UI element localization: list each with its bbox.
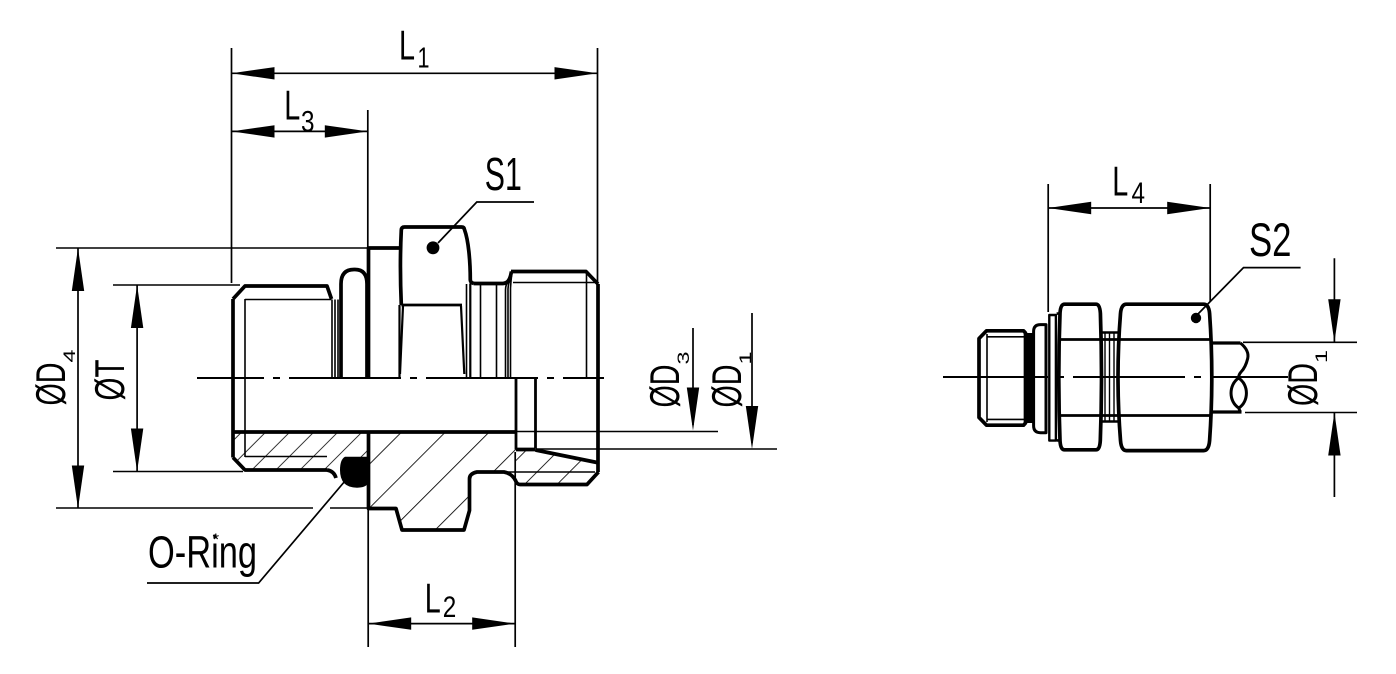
svg-text:O-Ring: O-Ring: [148, 527, 257, 578]
svg-text:4: 4: [1132, 177, 1146, 210]
svg-text:L: L: [425, 575, 441, 622]
svg-text:1: 1: [418, 42, 430, 74]
svg-text:2: 2: [443, 591, 457, 624]
svg-text:L: L: [1112, 157, 1128, 204]
svg-text:ØD1: ØD1: [703, 352, 755, 408]
svg-text:ØT: ØT: [86, 360, 133, 401]
svg-text:ØD1: ØD1: [1279, 350, 1331, 406]
svg-text:L: L: [399, 22, 415, 69]
svg-text:S2: S2: [1249, 213, 1292, 266]
svg-text:3: 3: [301, 106, 315, 139]
svg-text:S1: S1: [485, 148, 522, 200]
svg-text:ØD3: ØD3: [641, 352, 693, 408]
svg-text:*: *: [213, 530, 220, 549]
svg-text:ØD4: ØD4: [27, 350, 79, 406]
svg-text:L: L: [284, 82, 300, 129]
